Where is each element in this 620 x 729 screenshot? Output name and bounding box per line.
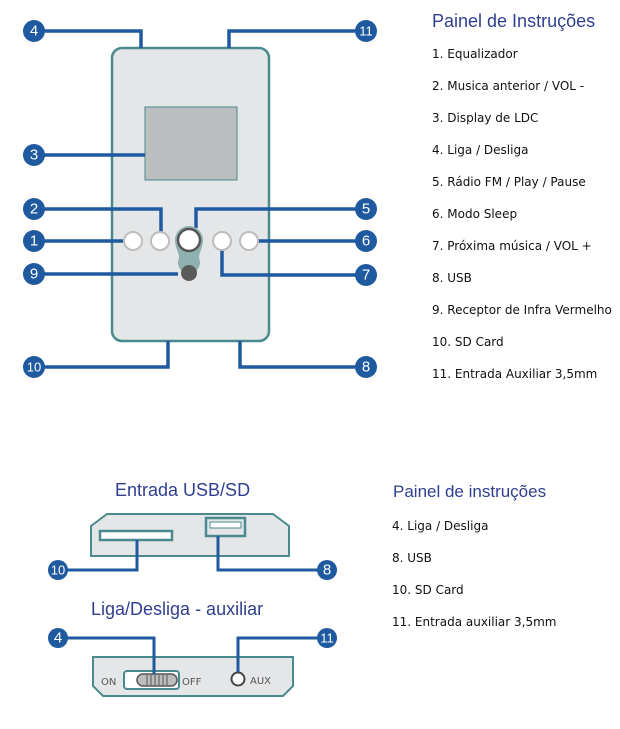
callout-aux-11: 11	[317, 628, 337, 648]
svg-text:6: 6	[362, 233, 370, 250]
leader-line-11	[227, 29, 365, 48]
power-switch-slider[interactable]	[136, 673, 178, 687]
equalizer-button[interactable]	[123, 231, 143, 251]
svg-text:11: 11	[359, 24, 373, 39]
usb-sd-section-title: Entrada USB/SD	[115, 480, 251, 500]
leader-line-usb-sd-10	[66, 540, 139, 572]
svg-text:4: 4	[54, 630, 62, 647]
svg-text:2: 2	[30, 201, 38, 218]
callout-2: 2	[23, 198, 45, 220]
switch-off-label: OFF	[182, 677, 202, 688]
callout-power-4: 4	[48, 628, 68, 648]
bottom-panel-title: Painel de instruções	[393, 482, 547, 501]
svg-text:8: 8	[323, 562, 331, 579]
svg-text:11: 11	[320, 631, 334, 646]
leader-line-5	[194, 207, 365, 228]
next-vol-up-button[interactable]	[212, 231, 232, 251]
list-item: 11. Entrada Auxiliar 3,5mm	[432, 367, 598, 381]
callout-11: 11	[355, 20, 377, 42]
list-item: 10. SD Card	[392, 583, 464, 597]
callout-1: 1	[23, 230, 45, 252]
svg-text:3: 3	[30, 147, 38, 164]
callout-10: 10	[23, 356, 45, 378]
callout-usb-sd-8: 8	[317, 560, 337, 580]
callout-9: 9	[23, 263, 45, 285]
callout-7: 7	[355, 264, 377, 286]
svg-text:1: 1	[30, 233, 38, 250]
aux-label: AUX	[250, 676, 271, 687]
callout-8: 8	[355, 356, 377, 378]
callout-3: 3	[23, 144, 45, 166]
list-item: 11. Entrada auxiliar 3,5mm	[392, 615, 557, 629]
leader-line-7	[220, 250, 365, 277]
leader-line-2	[42, 207, 163, 232]
leader-line-power-4	[66, 636, 156, 674]
switch-on-label: ON	[101, 677, 116, 688]
list-item: 5. Rádio FM / Play / Pause	[432, 175, 586, 189]
list-item: 1. Equalizador	[432, 47, 518, 61]
callout-5: 5	[355, 198, 377, 220]
list-item: 8. USB	[432, 271, 472, 285]
list-item: 2. Musica anterior / VOL -	[432, 79, 585, 93]
aux-jack[interactable]	[230, 671, 246, 687]
svg-text:5: 5	[362, 201, 370, 218]
svg-text:10: 10	[51, 563, 65, 578]
leader-line-aux-11	[236, 636, 320, 672]
list-item: 8. USB	[392, 551, 432, 565]
svg-text:10: 10	[27, 360, 41, 375]
list-item: 7. Próxima música / VOL +	[432, 239, 592, 253]
callout-4: 4	[23, 20, 45, 42]
svg-text:4: 4	[30, 23, 38, 40]
previous-vol-down-button[interactable]	[150, 231, 170, 251]
list-item: 10. SD Card	[432, 335, 504, 349]
play-pause-button[interactable]	[176, 227, 202, 253]
lcd-display	[144, 106, 238, 181]
list-item: 4. Liga / Desliga	[432, 143, 529, 157]
svg-text:9: 9	[30, 266, 38, 283]
callout-6: 6	[355, 230, 377, 252]
callout-usb-sd-10: 10	[48, 560, 68, 580]
list-item: 4. Liga / Desliga	[392, 519, 489, 533]
leader-line-4	[42, 29, 143, 48]
ir-receptor	[181, 265, 197, 281]
switch-grip-lines	[146, 675, 168, 685]
svg-text:8: 8	[362, 359, 370, 376]
sleep-button[interactable]	[239, 231, 259, 251]
list-item: 9. Receptor de Infra Vermelho	[432, 303, 612, 317]
list-item: 3. Display de LDC	[432, 111, 539, 125]
leader-line-usb-sd-8	[216, 536, 320, 572]
svg-text:7: 7	[362, 267, 370, 284]
leader-line-10	[42, 341, 170, 369]
power-aux-section-title: Liga/Desliga - auxiliar	[91, 599, 264, 619]
device-body	[110, 46, 271, 343]
sd-card-slot[interactable]	[98, 529, 174, 542]
top-panel-title: Painel de Instruções	[432, 11, 596, 31]
list-item: 6. Modo Sleep	[432, 207, 518, 221]
leader-line-8	[238, 341, 365, 369]
usb-port[interactable]	[209, 521, 242, 529]
